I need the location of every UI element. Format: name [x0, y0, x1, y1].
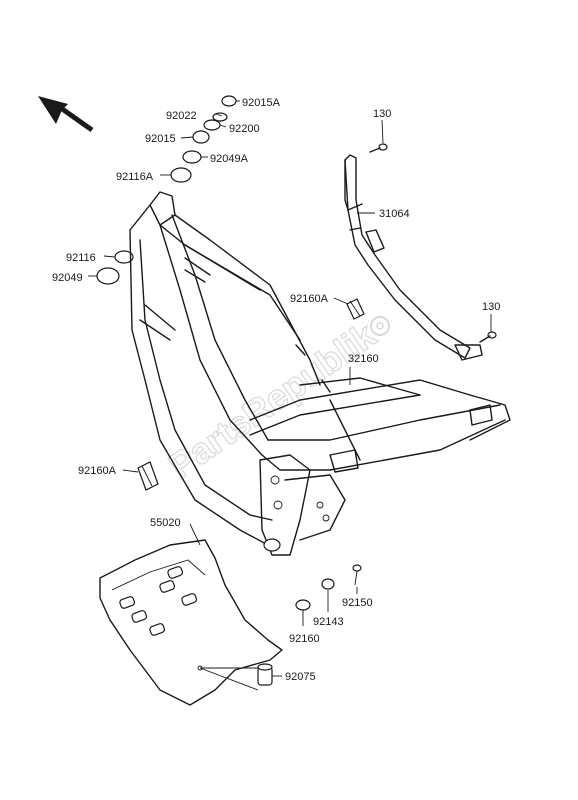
- damper-92075: [257, 663, 273, 686]
- label-92049A: 92049A: [210, 153, 249, 165]
- skid-plate: [99, 539, 283, 706]
- pad-92160A-left: [137, 461, 159, 491]
- gear-icon: [370, 316, 390, 336]
- pad-92160A-top: [346, 298, 365, 320]
- collar-92143: [321, 578, 335, 590]
- label-92015: 92015: [145, 133, 176, 145]
- main-frame: [129, 191, 511, 556]
- label-92160: 92160: [289, 633, 320, 645]
- label-92160A-top: 92160A: [290, 293, 329, 305]
- leader-lines: [88, 100, 492, 691]
- arrow-up-left-icon: [38, 96, 94, 133]
- rear-frame: [344, 143, 497, 361]
- bolt-92150: [352, 564, 362, 586]
- label-92116: 92116: [66, 252, 96, 264]
- label-92075: 92075: [285, 671, 316, 683]
- label-92022: 92022: [166, 110, 197, 122]
- bearing-stack: [96, 95, 237, 285]
- label-92200: 92200: [229, 123, 260, 135]
- label-55020: 55020: [150, 517, 181, 529]
- label-92160A-left: 92160A: [78, 465, 117, 477]
- collar-92160: [295, 599, 311, 611]
- label-92150: 92150: [342, 597, 373, 609]
- label-92143: 92143: [313, 616, 344, 628]
- label-31064: 31064: [379, 208, 410, 220]
- label-130-right: 130: [482, 301, 500, 313]
- label-92116A: 92116A: [116, 171, 154, 183]
- label-130-top: 130: [373, 108, 391, 120]
- label-92049: 92049: [52, 272, 83, 284]
- label-32160: 32160: [348, 353, 379, 365]
- label-92015A: 92015A: [242, 97, 281, 109]
